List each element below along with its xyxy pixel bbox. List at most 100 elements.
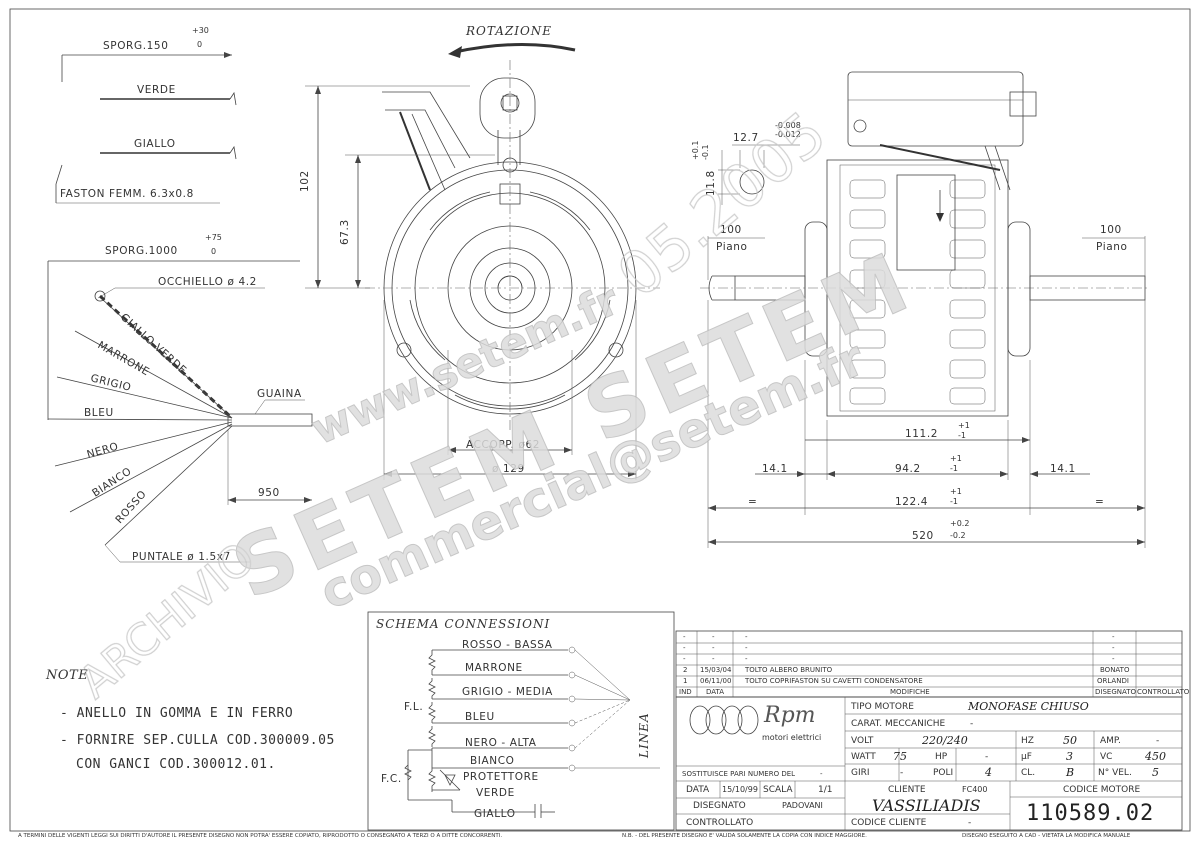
sostituisce-label: SOSTITUISCE PARI NUMERO DEL bbox=[682, 770, 796, 778]
uf-label: µF bbox=[1021, 752, 1032, 762]
verde-wire-label: VERDE bbox=[137, 84, 176, 96]
rev-header-ind: IND bbox=[679, 688, 692, 696]
dim-14-left-label: 14.1 bbox=[762, 463, 788, 475]
logo-text: Rpm bbox=[764, 703, 816, 728]
carat-label: CARAT. MECCANICHE bbox=[851, 719, 946, 729]
grigio-label: GRIGIO bbox=[89, 372, 132, 394]
rev-row-n: - bbox=[683, 633, 686, 641]
left-100-label: 100 bbox=[720, 224, 742, 236]
bleu-label: BLEU bbox=[84, 407, 114, 419]
revisions-table bbox=[675, 630, 1183, 698]
dim-11-8-tol-upper: +0.1 bbox=[691, 141, 700, 160]
data-value: 15/10/99 bbox=[722, 785, 758, 794]
rev-row-des: - bbox=[1112, 633, 1115, 641]
rev-row-n: - bbox=[683, 655, 686, 663]
amp-value: - bbox=[1156, 736, 1160, 746]
dim-111-tol-upper: +1 bbox=[958, 421, 970, 430]
cliente-value: VASSILIADIS bbox=[872, 796, 981, 815]
motor-side-view: 12.7 -0.008 -0.012 11.8 +0.1 -0.1 100 Pi… bbox=[691, 71, 1150, 548]
dim-950-label: 950 bbox=[258, 487, 280, 499]
rev-row-des: - bbox=[1112, 655, 1115, 663]
hz-label: HZ bbox=[1021, 736, 1034, 746]
dim-11-8-tol-lower: -0.1 bbox=[701, 144, 710, 160]
rev-row-des: - bbox=[1112, 644, 1115, 652]
schema-fc: F.C. bbox=[381, 773, 402, 785]
nvel-value: 5 bbox=[1152, 766, 1159, 779]
puntale-label: PUNTALE ø 1.5x7 bbox=[132, 551, 231, 563]
title-block bbox=[675, 696, 1183, 831]
dim-111-tol-lower: -1 bbox=[958, 431, 966, 440]
nvel-label: N° VEL. bbox=[1098, 768, 1132, 778]
dim-102-label: 102 bbox=[299, 170, 311, 192]
vc-label: VC bbox=[1100, 752, 1113, 762]
sostituisce-value: - bbox=[820, 770, 823, 778]
footer-validity-note: N.B. - DEL PRESENTE DISEGNO E' VALIDA SO… bbox=[622, 833, 867, 839]
rev-row-desc: TOLTO ALBERO BRUNITO bbox=[745, 666, 833, 674]
occhiello-label: OCCHIELLO ø 4.2 bbox=[158, 276, 257, 288]
volt-label: VOLT bbox=[851, 736, 874, 746]
dim-12-7-tol-upper: -0.008 bbox=[775, 121, 801, 130]
cl-value: B bbox=[1066, 766, 1075, 779]
sporg-150-tol-upper: +30 bbox=[192, 26, 209, 35]
eq-left-label: = bbox=[748, 496, 757, 508]
giallo-wire-label: GIALLO bbox=[134, 138, 176, 150]
wire-length-drawing: SPORG.150 +30 0 VERDE GIALLO FASTON FEMM… bbox=[47, 26, 313, 563]
codice-cliente-label: CODICE CLIENTE bbox=[851, 818, 927, 828]
dim-520-label: 520 bbox=[912, 530, 934, 542]
rev-row-desc: - bbox=[745, 633, 748, 641]
dim-122-tol-lower: -1 bbox=[950, 497, 958, 506]
footer-cad-note: DISEGNO ESEGUITO A CAD - VIETATA LA MODI… bbox=[962, 833, 1131, 839]
vc-value: 450 bbox=[1145, 750, 1166, 763]
scala-value: 1/1 bbox=[818, 785, 833, 795]
cl-label: CL. bbox=[1021, 768, 1036, 778]
accopp-label: ACCOPP. ø62 bbox=[466, 439, 540, 451]
schema-bleu: BLEU bbox=[465, 711, 495, 723]
rev-row-n: 1 bbox=[683, 677, 688, 685]
hz-value: 50 bbox=[1063, 734, 1077, 747]
uf-value: 3 bbox=[1066, 750, 1073, 763]
rev-row-des: BONATO bbox=[1100, 666, 1130, 674]
schema-title: SCHEMA CONNESSIONI bbox=[376, 617, 550, 631]
dim-122-label: 122.4 bbox=[895, 496, 928, 508]
connection-schema: SCHEMA CONNESSIONI ROSSO - BASSA MARRONE… bbox=[367, 611, 675, 831]
rev-header-disegnato: DISEGNATO bbox=[1095, 688, 1137, 696]
dim-122-tol-upper: +1 bbox=[950, 487, 962, 496]
rev-row-date: 15/03/04 bbox=[700, 666, 732, 674]
sporg-1000-tol-upper: +75 bbox=[205, 233, 222, 242]
dim-111-label: 111.2 bbox=[905, 428, 938, 440]
dim-12-7-label: 12.7 bbox=[733, 132, 759, 144]
disegnato-value: PADOVANI bbox=[782, 801, 823, 810]
right-100-label: 100 bbox=[1100, 224, 1122, 236]
codice-motore-label: CODICE MOTORE bbox=[1063, 785, 1141, 795]
rev-header-data: DATA bbox=[706, 688, 725, 696]
schema-linea: LINEA bbox=[637, 712, 651, 759]
left-piano-label: Piano bbox=[716, 241, 748, 253]
schema-protettore: PROTETTORE bbox=[463, 771, 539, 783]
schema-verde: VERDE bbox=[476, 787, 515, 799]
motor-front-view: ROTAZIONE bbox=[299, 24, 660, 480]
rev-row-desc: - bbox=[745, 655, 748, 663]
rev-row-date: - bbox=[712, 655, 715, 663]
dim-12-7-tol-lower: -0.012 bbox=[775, 130, 801, 139]
poli-value: 4 bbox=[985, 766, 992, 779]
rev-row-des: ORLANDI bbox=[1097, 677, 1129, 685]
sheet-border bbox=[9, 8, 1191, 832]
giri-value: - bbox=[900, 768, 904, 778]
nero-label: NERO bbox=[86, 440, 121, 460]
tipo-motore-label: TIPO MOTORE bbox=[851, 702, 914, 712]
footer-copyright: A TERMINI DELLE VIGENTI LEGGI SUI DIRITT… bbox=[18, 833, 503, 839]
dim-94-label: 94.2 bbox=[895, 463, 921, 475]
rev-row-desc: - bbox=[745, 644, 748, 652]
logo-subtitle: motori elettrici bbox=[762, 733, 822, 742]
scala-label: SCALA bbox=[763, 785, 793, 795]
eq-right-label: = bbox=[1095, 496, 1104, 508]
rev-row-n: - bbox=[683, 644, 686, 652]
cliente-code: FC400 bbox=[962, 785, 988, 794]
bianco-label: BIANCO bbox=[90, 465, 134, 499]
codice-motore-value: 110589.02 bbox=[1026, 801, 1155, 826]
dia-129-label: ø 129 bbox=[492, 463, 525, 475]
sporg-1000-tol-lower: 0 bbox=[211, 247, 216, 256]
schema-grigio-media: GRIGIO - MEDIA bbox=[462, 686, 553, 698]
dim-67-label: 67.3 bbox=[339, 219, 351, 245]
schema-nero-alta: NERO - ALTA bbox=[465, 737, 537, 749]
